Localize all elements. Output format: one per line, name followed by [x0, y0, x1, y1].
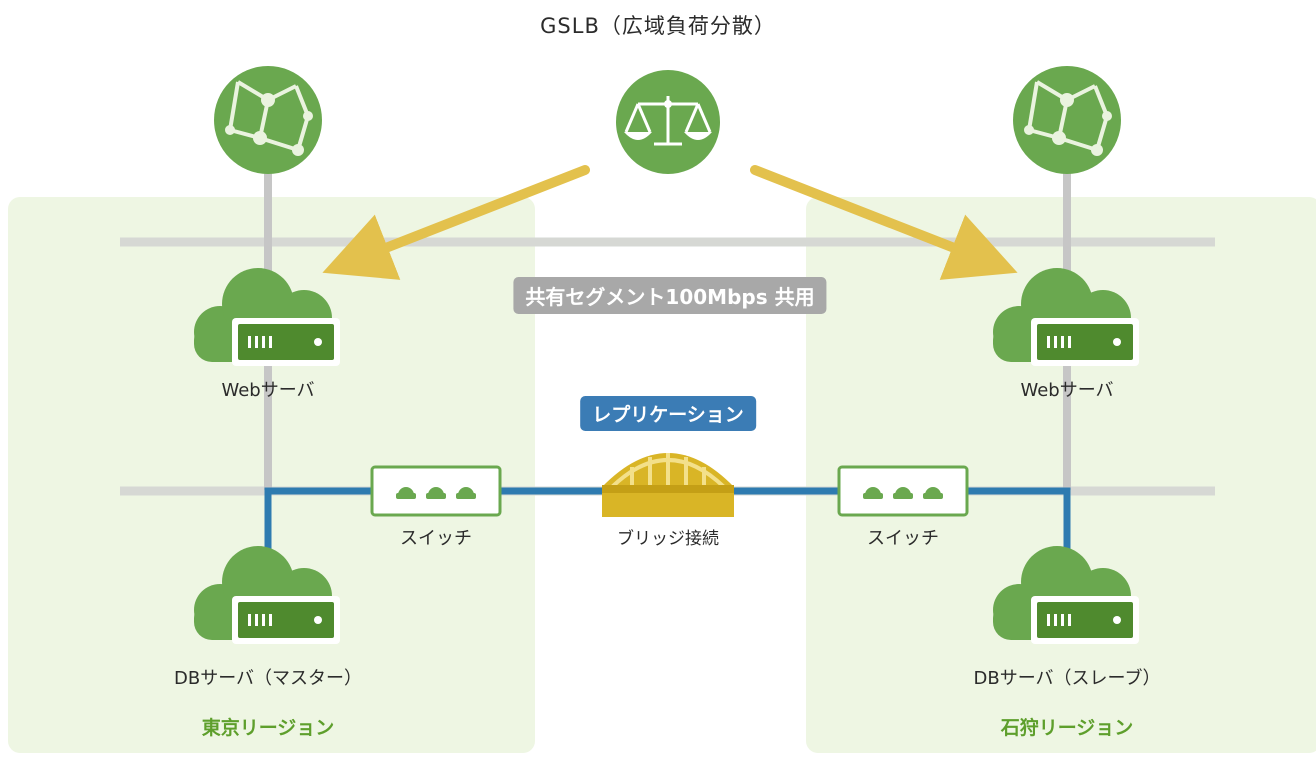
tokyo-switch-icon — [370, 465, 502, 517]
bridge-icon — [602, 453, 734, 517]
tokyo-db-server-label: DBサーバ（マスター） — [173, 668, 363, 689]
ishikari-web-server-icon — [993, 268, 1139, 366]
internet-globe-icon-right — [1013, 66, 1121, 174]
gslb-title: GSLB（広域負荷分散） — [540, 14, 776, 38]
tokyo-db-network-line — [264, 487, 372, 566]
gslb-arrow-left — [322, 165, 590, 280]
tokyo-region-label: 東京リージョン — [201, 717, 335, 739]
gslb-arrow-right — [750, 165, 1018, 280]
ishikari-db-network-line — [966, 487, 1071, 566]
tokyo-switch-label: スイッチ — [400, 528, 472, 549]
load-balancer-scale-icon — [616, 70, 720, 174]
bridge-label: ブリッジ接続 — [617, 529, 719, 549]
ishikari-region-panel — [806, 197, 1316, 753]
replication-label: レプリケーション — [580, 396, 756, 431]
shared-segment-label: 共有セグメント100Mbps 共用 — [513, 277, 827, 314]
ishikari-web-server-label: Webサーバ — [1020, 380, 1114, 401]
ishikari-switch-icon — [837, 465, 969, 517]
ishikari-db-server-label: DBサーバ（スレーブ） — [973, 668, 1161, 689]
ishikari-region-label: 石狩リージョン — [1000, 717, 1134, 739]
tokyo-web-server-icon — [194, 268, 340, 366]
ishikari-switch-label: スイッチ — [867, 528, 939, 549]
internet-globe-icon-left — [214, 66, 322, 174]
ishikari-db-server-icon — [993, 546, 1139, 644]
tokyo-web-server-label: Webサーバ — [221, 380, 315, 401]
tokyo-db-server-icon — [194, 546, 340, 644]
